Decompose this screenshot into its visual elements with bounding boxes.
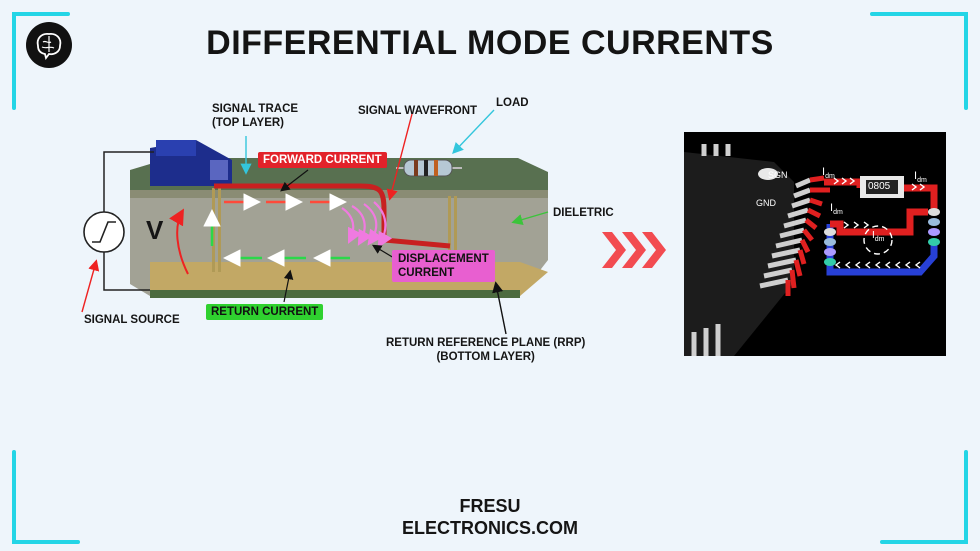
corner-bracket-bottom-left: [12, 450, 80, 544]
page-title: DIFFERENTIAL MODE CURRENTS: [206, 24, 774, 62]
footer-brand-line1: FRESU: [459, 496, 521, 516]
rrp-label: RETURN REFERENCE PLANE (RRP) (BOTTOM LAY…: [386, 337, 586, 363]
corner-bracket-top-left: [12, 12, 70, 110]
signal-trace: [214, 183, 451, 249]
pcb-render: SGN GND 0805 Idm Idm Idm Idm: [684, 132, 946, 356]
load-resistor: [396, 159, 462, 177]
cross-section-diagram: [81, 109, 549, 335]
pcb-gnd-label: GND: [756, 198, 776, 208]
pcb-sgn-label: SGN: [768, 170, 788, 180]
corner-bracket-top-right: [870, 12, 968, 110]
load-label: LOAD: [496, 97, 529, 109]
signal-trace-label: SIGNAL TRACE (TOP LAYER): [212, 103, 299, 129]
displacement-current-tag: DISPLACEMENT CURRENT: [392, 250, 495, 282]
source-wire: [103, 151, 154, 291]
corner-bracket-bottom-right: [880, 450, 968, 544]
pcb-idm-label-3: Idm: [830, 202, 843, 217]
signal-wavefront-label: SIGNAL WAVEFRONT: [358, 105, 478, 117]
footer-brand-line2: ELECTRONICS.COM: [401, 518, 578, 538]
brain-logo-icon: [26, 22, 72, 68]
pcb-signal-trace: [824, 178, 864, 188]
ic-chip: [684, 152, 794, 356]
pcb-idm-label-4: Idm: [872, 230, 885, 243]
return-current-tag: RETURN CURRENT: [206, 304, 324, 320]
dielectric-label: DIELETRIC: [553, 207, 614, 219]
signal-source-label: SIGNAL SOURCE: [84, 314, 180, 326]
forward-current-tag: FORWARD CURRENT: [258, 152, 387, 168]
pcb-idm-label-1: Idm: [822, 166, 835, 181]
voltage-label: V: [146, 215, 164, 245]
pcb-resistor-label: 0805: [868, 181, 891, 192]
voltage-arrow: [169, 208, 189, 275]
displacement-current-arrows: [341, 201, 393, 248]
chevron-right-icon: [602, 232, 666, 268]
pcb-idm-label-2: Idm: [914, 170, 927, 185]
return-current-arrows: [203, 209, 350, 267]
current-loop-icon: [863, 225, 893, 255]
